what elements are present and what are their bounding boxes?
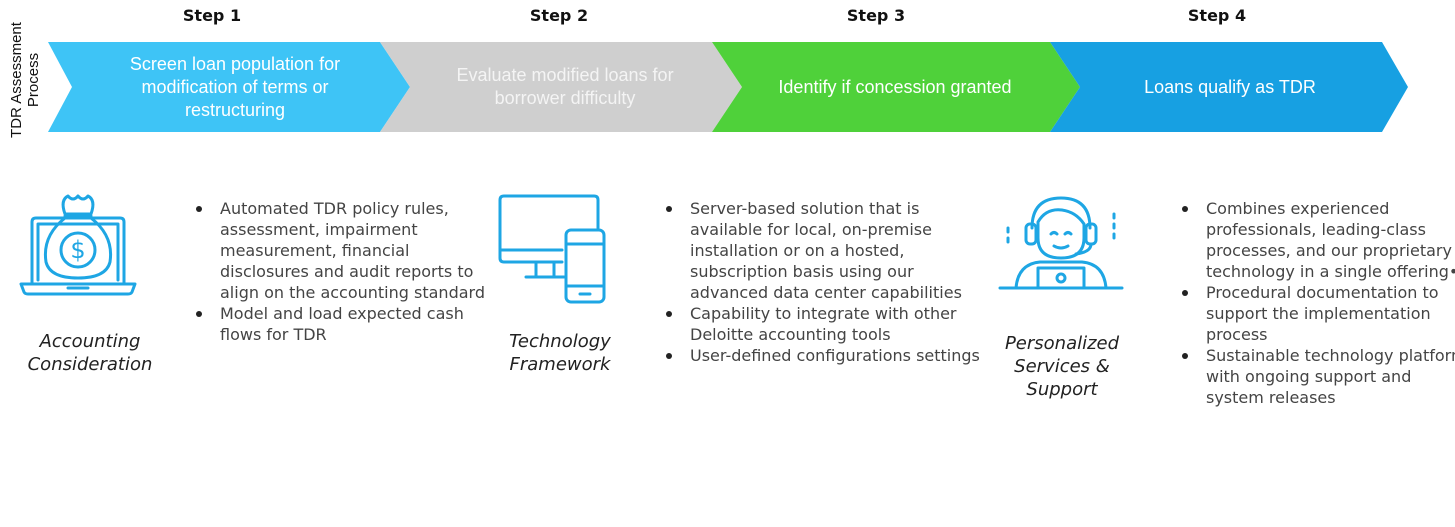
services-bullet-list: Combines experienced professionals, lead… [1176,198,1455,408]
support-agent-icon [998,196,1124,290]
step-1-arrow [48,42,410,132]
list-item: Combines experienced professionals, lead… [1182,198,1455,282]
step-1-text: Screen loan population for modification … [129,53,341,120]
technology-bullet-list: Server-based solution that is available … [660,198,980,366]
step-4-text: Loans qualify as TDR [1144,76,1316,97]
step-2-text: Evaluate modified loans for borrower dif… [456,65,674,108]
step-2-title: Step 2 [529,6,589,25]
money-bag-laptop-icon: $ [19,194,137,296]
accounting-consideration-caption: Accounting Consideration [27,331,153,375]
step-4-title: Step 4 [1187,6,1247,25]
step-3-arrow [712,42,1080,132]
list-item: Sustainable technology platform with ong… [1182,345,1455,408]
list-item: Model and load expected cash flows for T… [196,303,490,345]
step-4-arrow [1050,42,1408,132]
list-item: Procedural documentation to support the … [1182,282,1455,345]
step-3-title: Step 3 [846,6,906,25]
list-item: Automated TDR policy rules, assessment, … [196,198,490,303]
step-2-arrow [380,42,742,132]
personalized-services-caption: Personalized Services & Support [1004,333,1120,400]
svg-text:$: $ [70,236,85,264]
monitor-phone-icon [498,194,606,304]
accounting-bullet-list: Automated TDR policy rules, assessment, … [190,198,490,345]
list-item: Capability to integrate with other Deloi… [666,303,980,345]
process-arrows [48,42,1408,132]
list-item: Server-based solution that is available … [666,198,980,303]
step-1-title: Step 1 [182,6,242,25]
technology-framework-caption: Technology Framework [509,331,611,375]
step-3-text: Identify if concession granted [778,76,1012,97]
list-item: User-defined configurations settings [666,346,980,365]
